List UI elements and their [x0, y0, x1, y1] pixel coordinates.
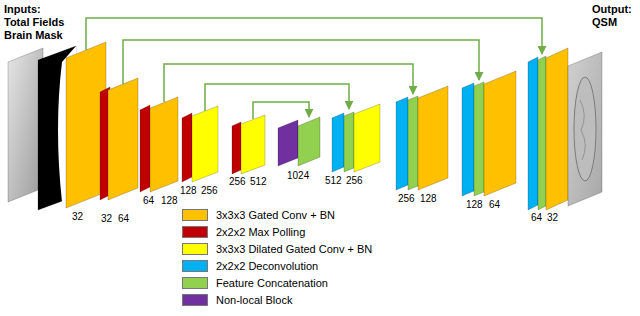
channel-count: 64: [489, 199, 500, 211]
gated-conv-slab: [418, 86, 448, 190]
legend-swatch: [182, 226, 208, 238]
max-pool-slab: [182, 113, 192, 182]
gated-conv-slab: [546, 48, 568, 210]
brain-texture: [580, 100, 585, 160]
legend-text: 3x3x3 Dilated Gated Conv + BN: [216, 243, 372, 255]
channel-count: 32: [101, 213, 112, 225]
gated-conv-slab: [484, 71, 516, 196]
channel-count: 128: [180, 185, 197, 197]
deconv-slab: [528, 57, 538, 210]
legend-text: 2x2x2 Deconvolution: [216, 260, 318, 272]
channel-count: 256: [201, 185, 218, 197]
dilated-conv-slab: [241, 115, 265, 174]
legend-text: Non-local Block: [216, 294, 292, 306]
legend-row: 3x3x3 Gated Conv + BN: [182, 206, 372, 223]
concat-slab: [538, 56, 546, 210]
channel-count: 64: [531, 212, 542, 224]
channel-count: 128: [161, 195, 178, 207]
concat-slab: [344, 112, 354, 172]
channel-count: 512: [325, 175, 342, 187]
output-label: Output: QSM: [592, 3, 636, 29]
skip-arrow: [205, 84, 349, 111]
brain-outline: [574, 77, 596, 181]
legend-text: 3x3x3 Gated Conv + BN: [216, 209, 335, 221]
gated-conv-slab: [108, 78, 138, 200]
channel-count: 1024: [287, 170, 309, 182]
channel-count: 256: [398, 193, 415, 205]
concat-slab: [474, 82, 484, 196]
output-qsm-slab: [568, 52, 602, 206]
legend-row: 2x2x2 Deconvolution: [182, 257, 372, 274]
dilated-conv-slab: [354, 104, 380, 172]
channel-count: 64: [143, 195, 154, 207]
legend-swatch: [182, 277, 208, 289]
non-local-slab: [278, 120, 298, 166]
skip-arrow: [164, 64, 413, 102]
channel-count: 256: [346, 175, 363, 187]
input-label: Inputs: Total Fields Brain Mask: [4, 3, 67, 43]
channel-count: 256: [229, 176, 246, 188]
channel-count: 128: [466, 199, 483, 211]
skip-connections: [86, 18, 542, 119]
deconv-slab: [462, 83, 474, 196]
concat-slab: [298, 117, 320, 166]
legend-row: Non-local Block: [182, 291, 372, 308]
feature-slabs: [8, 42, 602, 210]
max-pool-slab: [232, 122, 241, 174]
legend-swatch: [182, 260, 208, 272]
legend-swatch: [182, 243, 208, 255]
legend: 3x3x3 Gated Conv + BN 2x2x2 Max Polling 3x…: [182, 206, 372, 308]
skip-arrow: [86, 18, 542, 54]
deconv-slab: [396, 97, 408, 190]
channel-count: 32: [547, 212, 558, 224]
channel-count: 64: [118, 213, 129, 225]
max-pool-slab: [140, 105, 150, 192]
concat-slab: [408, 96, 418, 190]
channel-count: 32: [72, 211, 83, 223]
legend-text: 2x2x2 Max Polling: [216, 226, 305, 238]
legend-swatch: [182, 209, 208, 221]
deconv-slab: [332, 113, 344, 172]
legend-swatch: [182, 294, 208, 306]
gated-conv-slab: [150, 97, 178, 192]
skip-arrow: [253, 102, 309, 119]
legend-text: Feature Concatenation: [216, 277, 328, 289]
legend-row: 3x3x3 Dilated Gated Conv + BN: [182, 240, 372, 257]
channel-count: 512: [250, 176, 267, 188]
legend-row: Feature Concatenation: [182, 274, 372, 291]
channel-count: 128: [420, 193, 437, 205]
legend-row: 2x2x2 Max Polling: [182, 223, 372, 240]
skip-arrow: [123, 40, 479, 84]
dilated-conv-slab: [192, 106, 218, 182]
